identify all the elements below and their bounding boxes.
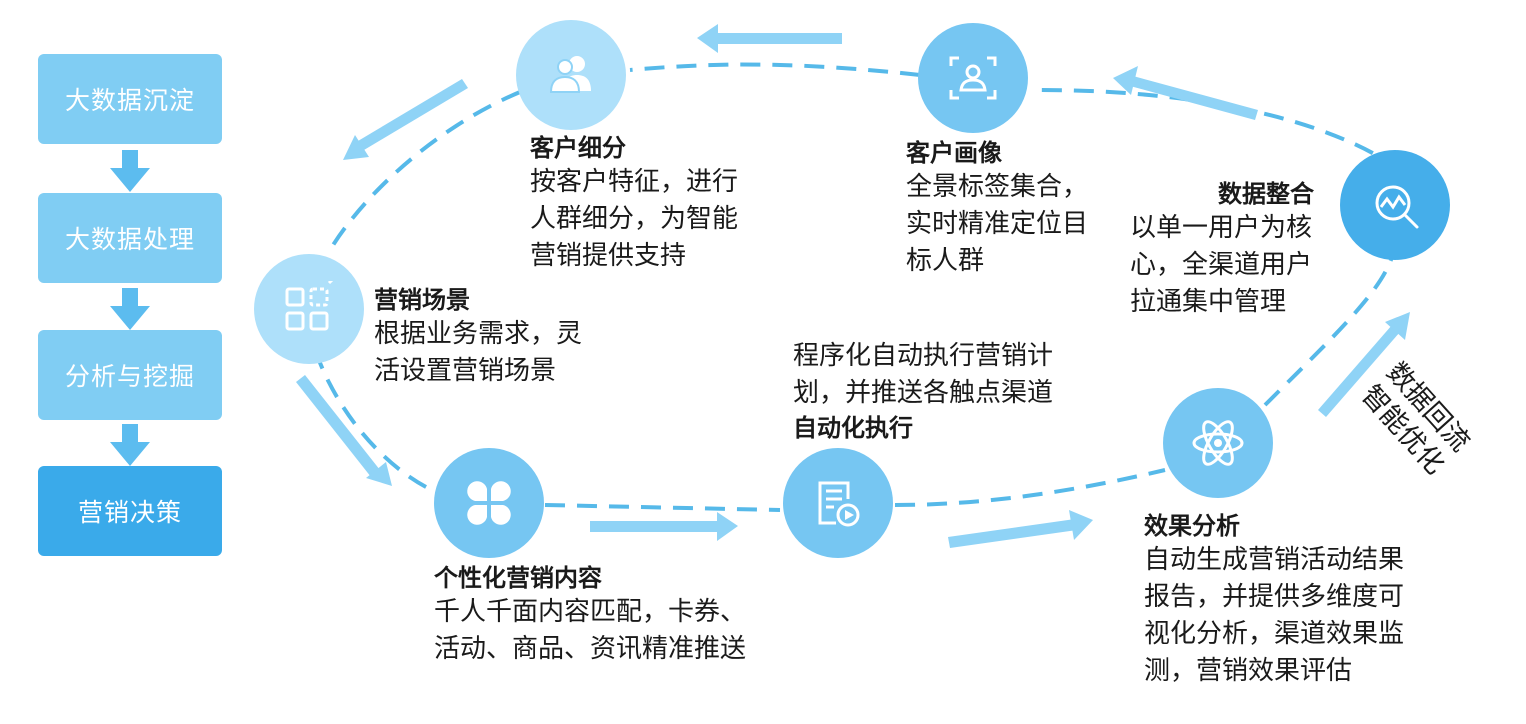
step-marketing-decision: 营销决策: [38, 466, 222, 556]
integration-desc-line: 以单一用户为核: [1130, 213, 1313, 243]
step-analysis-mining: 分析与挖掘: [38, 330, 222, 420]
step-big-data-processing: 大数据处理: [38, 193, 222, 283]
document-play-icon: [818, 481, 860, 527]
portrait-title: 客户画像: [906, 139, 1002, 167]
segment-desc-line: 人群细分，为智能: [530, 204, 739, 234]
arrow-down-left: [343, 79, 468, 160]
node-effect-analysis: [1163, 388, 1273, 498]
grid-apps-icon: [285, 281, 334, 331]
arrow-right-lower: [948, 510, 1093, 548]
analysis-title: 效果分析: [1144, 512, 1240, 540]
content-text: 个性化营销内容 千人千面内容匹配，卡券、 活动、商品、资讯精准推送: [434, 562, 746, 668]
arrow-down-right: [296, 375, 392, 486]
step-big-data-accumulation: 大数据沉淀: [38, 54, 222, 144]
automation-title: 自动化执行: [793, 414, 913, 442]
dashed-loop-path: [313, 62, 1402, 512]
step-label: 大数据处理: [64, 225, 195, 254]
down-arrow-icon: [110, 150, 150, 192]
arrow-left-upper-right: [1113, 66, 1258, 120]
flow-arrows: [296, 24, 1410, 548]
scene-desc-line: 活设置营销场景: [374, 356, 557, 386]
down-arrow-icon: [110, 424, 150, 466]
segment-text: 客户细分 按客户特征，进行 人群细分，为智能 营销提供支持: [530, 132, 738, 275]
arrow-right-bottom: [590, 512, 738, 541]
node-automation: [783, 448, 893, 558]
integration-title: 数据整合: [1218, 180, 1314, 208]
down-arrow-icon: [110, 288, 150, 330]
analysis-desc-line: 视化分析，渠道效果监: [1144, 619, 1405, 649]
content-desc-line: 千人千面内容匹配，卡券、: [434, 597, 747, 627]
node-data-integration: [1340, 150, 1450, 260]
scene-title: 营销场景: [374, 286, 470, 314]
clover-icon: [467, 481, 511, 525]
users-icon: [549, 56, 591, 93]
integration-desc-line: 心，全渠道用户: [1130, 250, 1313, 280]
integration-desc-line: 拉通集中管理: [1130, 287, 1287, 317]
content-title: 个性化营销内容: [434, 564, 602, 592]
user-scan-icon: [949, 56, 997, 100]
automation-desc-line: 划，并推送各触点渠道: [793, 378, 1054, 408]
portrait-desc-line: 实时精准定位目: [906, 209, 1089, 239]
automation-text: 程序化自动执行营销计 划，并推送各触点渠道 自动化执行: [793, 338, 1053, 444]
arrow-left-top: [697, 24, 842, 53]
scene-desc-line: 根据业务需求，灵: [374, 319, 583, 349]
scene-text: 营销场景 根据业务需求，灵 活设置营销场景: [374, 284, 582, 390]
arrow-up-right: [1318, 312, 1410, 417]
portrait-desc-line: 标人群: [906, 246, 985, 276]
node-marketing-scene: [254, 254, 364, 364]
portrait-desc-line: 全景标签集合，: [906, 172, 1089, 202]
analysis-text: 效果分析 自动生成营销活动结果 报告，并提供多维度可 视化分析，渠道效果监 测，…: [1144, 510, 1404, 690]
atom-icon: [1192, 420, 1244, 466]
analysis-desc-line: 测，营销效果评估: [1144, 656, 1353, 686]
segment-desc-line: 营销提供支持: [530, 241, 687, 271]
step-label: 分析与挖掘: [64, 362, 195, 391]
node-personalized-content: [434, 448, 544, 558]
step-label: 大数据沉淀: [64, 86, 195, 115]
node-customer-portrait: [918, 23, 1028, 133]
portrait-text: 客户画像 全景标签集合， 实时精准定位目 标人群: [906, 137, 1088, 280]
step-label: 营销决策: [77, 498, 182, 527]
content-desc-line: 活动、商品、资讯精准推送: [434, 634, 747, 664]
analysis-desc-line: 自动生成营销活动结果: [1144, 545, 1405, 575]
segment-desc-line: 按客户特征，进行: [530, 167, 739, 197]
analysis-desc-line: 报告，并提供多维度可: [1144, 582, 1405, 612]
integration-text: 数据整合 以单一用户为核 心，全渠道用户 拉通集中管理: [1130, 178, 1314, 321]
automation-desc-line: 程序化自动执行营销计: [793, 341, 1054, 371]
data-search-icon: [1375, 185, 1419, 229]
node-customer-segment: [516, 20, 626, 130]
segment-title: 客户细分: [530, 134, 626, 162]
